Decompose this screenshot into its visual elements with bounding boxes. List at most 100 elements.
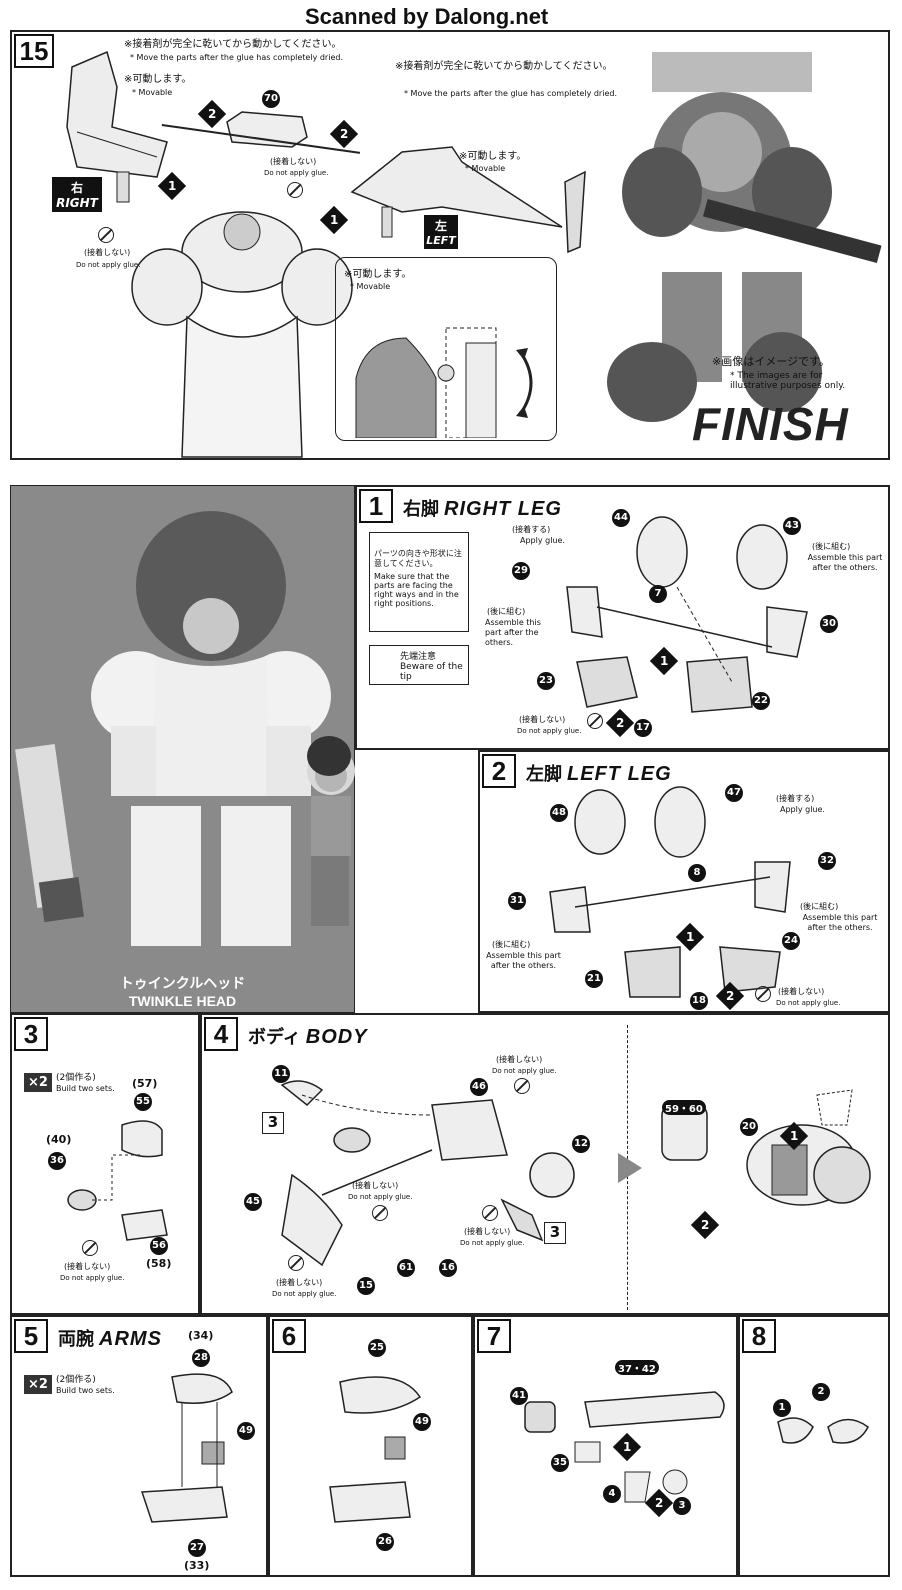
step7-panel: 7 37・42 41 35 4 3 1 2 [473, 1315, 738, 1577]
part-56: 56 [150, 1237, 168, 1255]
step1-title: 右脚 RIGHT LEG [403, 495, 562, 521]
step1-noglue-jp: (接着しない) [519, 715, 566, 724]
step5-arm-illustration [140, 1373, 233, 1523]
step2-panel: 2 左脚 LEFT LEG 48 47 8 32 31 24 21 18 1 2… [478, 750, 890, 1013]
movable-note-jp: ※可動します。 [124, 74, 192, 85]
inset-hinge-illustration [355, 327, 533, 438]
step15-number: 15 [14, 34, 54, 68]
step4-body-illustration [280, 1080, 575, 1267]
part-23: 23 [537, 672, 555, 690]
hint-en: Make sure that the parts are facing the … [374, 572, 459, 608]
step15-panel: 15 ※接着剤が完全に乾いてから動かしてください。 * Move the par… [10, 30, 890, 460]
later-en: Assemble this part after the others. [485, 618, 541, 647]
part-58: (58) [146, 1257, 172, 1270]
step2-later2-en: Assemble this part after the others. [486, 951, 561, 970]
part-70-bracket [226, 111, 308, 148]
step4-noglue-en-3: Do not apply glue. [460, 1239, 525, 1247]
part-55: 55 [134, 1093, 152, 1111]
part-35: 35 [551, 1454, 569, 1472]
step2-apply-glue-en: Apply glue. [780, 805, 825, 814]
step3-x2-jp: (2個作る) [56, 1073, 96, 1083]
step1-title-jp: 右脚 [403, 499, 439, 519]
step4-title-jp: ボディ [248, 1027, 301, 1047]
apply-glue-jp: (接着する) [512, 525, 551, 534]
step3-noglue-jp: (接着しない) [64, 1262, 111, 1271]
tip-jp: 先端注意 [400, 652, 437, 662]
part-29: 29 [512, 562, 530, 580]
part-37-42: 37・42 [615, 1360, 659, 1375]
step6-panel: 6 25 49 26 [268, 1315, 473, 1577]
hint-jp: パーツの向きや形状に注意してください。 [374, 549, 462, 568]
step2-later-en: Assemble this part after the others. [802, 913, 878, 932]
step5-panel: 5 両腕 ARMS ×2 (2個作る) Build two sets. (34)… [10, 1315, 268, 1577]
noglue-icon-1 [98, 227, 114, 243]
step1-noglue-en: Do not apply glue. [517, 727, 582, 735]
part-32: 32 [818, 852, 836, 870]
step5-title-jp: 両腕 [58, 1329, 94, 1349]
step2-later-jp: (後に組む) [800, 902, 839, 911]
part-20: 20 [740, 1118, 758, 1136]
step2-noglue-en: Do not apply glue. [776, 999, 841, 1007]
step1-noglue-icon [587, 713, 603, 729]
part-31: 31 [508, 892, 526, 910]
part-17: 17 [634, 719, 652, 737]
part-34: (34) [188, 1329, 214, 1342]
hint-box: パーツの向きや形状に注意してください。 Make sure that the p… [369, 532, 469, 632]
step4-noglue-icon-4 [288, 1255, 304, 1271]
tip-en: Beware of the tip [400, 662, 463, 682]
step4-noglue-jp-2: (接着しない) [352, 1181, 399, 1190]
part-26: 26 [376, 1533, 394, 1551]
step2-apply-glue-jp: (接着する) [776, 794, 815, 803]
part-43: 43 [783, 517, 801, 535]
glue-dry-note-jp: ※接着剤が完全に乾いてから動かしてください。 [124, 39, 342, 50]
part-41: 41 [510, 1387, 528, 1405]
step3-number: 3 [14, 1017, 48, 1051]
finish-photo [607, 52, 882, 422]
part-1: 1 [773, 1399, 791, 1417]
part-21: 21 [585, 970, 603, 988]
step2-title-jp: 左脚 [526, 764, 562, 784]
step4-noglue-jp-3: (接着しない) [464, 1227, 511, 1236]
wing-flap [564, 170, 586, 254]
step3-x2-badge: ×2 [24, 1073, 52, 1092]
ref-step-3-b: 3 [544, 1222, 566, 1244]
step2-later2-jp: (後に組む) [492, 940, 531, 949]
part-61: 61 [397, 1259, 415, 1277]
caption-en: TWINKLE HEAD [128, 993, 237, 1009]
glue-dry-note-en: * Move the parts after the glue has comp… [130, 53, 343, 62]
movable-note2-jp: ※可動します。 [459, 151, 527, 162]
part-11: 11 [272, 1065, 290, 1083]
movable-note2-en: * Movable [465, 164, 506, 173]
movable-note-en: * Movable [132, 88, 173, 97]
photo-caption-bar: トゥインクルヘッド TWINKLE HEAD [11, 971, 354, 1012]
step3-illustration [67, 1120, 168, 1241]
step8-hands-illustration [777, 1417, 869, 1444]
step5-title: 両腕 ARMS [58, 1325, 162, 1351]
step4-noglue-icon-3 [482, 1205, 498, 1221]
step3-noglue-icon [82, 1240, 98, 1256]
twinkle-head-photo [15, 511, 355, 946]
part-12: 12 [572, 1135, 590, 1153]
step5-x2-badge: ×2 [24, 1375, 52, 1394]
step4-panel: 4 ボディ BODY 11 46 12 45 15 61 16 3 3 (接着し… [200, 1013, 890, 1315]
step3-panel: 3 ×2 (2個作る) Build two sets. (57) 55 (40)… [10, 1013, 200, 1315]
left-label: 左 LEFT [424, 215, 458, 249]
part-2: 2 [812, 1383, 830, 1401]
part-36: 36 [48, 1152, 66, 1170]
step2-title: 左脚 LEFT LEG [526, 760, 672, 786]
part-49: 49 [237, 1422, 255, 1440]
step4-number: 4 [204, 1017, 238, 1051]
step2-noglue-jp: (接着しない) [778, 987, 825, 996]
glue-dry-note2-jp: ※接着剤が完全に乾いてから動かしてください。 [395, 61, 613, 72]
step4-next-arrow [618, 1153, 642, 1183]
noglue-en-1: Do not apply glue. [76, 261, 141, 269]
part-27: 27 [188, 1539, 206, 1557]
step5-title-en: ARMS [99, 1328, 162, 1350]
step2-title-en: LEFT LEG [567, 763, 672, 785]
part-30: 30 [820, 615, 838, 633]
part-16: 16 [439, 1259, 457, 1277]
wing-right-illustration [66, 50, 168, 203]
step1-title-en: RIGHT LEG [444, 498, 562, 520]
step4-noglue-icon-1 [514, 1078, 530, 1094]
part-44: 44 [612, 509, 630, 527]
